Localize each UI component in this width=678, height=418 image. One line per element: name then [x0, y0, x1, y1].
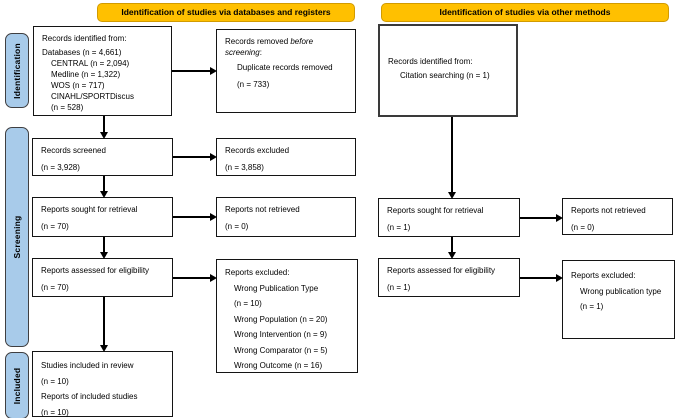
- box-reports-excluded-other: Reports excluded: Wrong publication type…: [562, 260, 675, 339]
- text-line: Records identified from:: [42, 34, 127, 43]
- text-line: Records removed before screening:: [225, 37, 314, 57]
- header-databases-registers: Identification of studies via databases …: [97, 3, 355, 22]
- text-line: Wrong Outcome (n = 16): [234, 361, 323, 370]
- text-line: (n = 1): [580, 302, 604, 311]
- box-records-screened: Records screened (n = 3,928): [32, 138, 173, 176]
- box-records-identified-databases: Records identified from: Databases (n = …: [33, 26, 172, 116]
- stage-included: Included: [5, 352, 29, 418]
- stage-identification: Identification: [5, 33, 29, 108]
- box-records-identified-other: Records identified from: Citation search…: [378, 24, 518, 117]
- text-line: Wrong Intervention (n = 9): [234, 330, 328, 339]
- stage-screening: Screening: [5, 127, 29, 347]
- text-line: Reports sought for retrieval: [387, 206, 484, 215]
- box-reports-not-retrieved-databases: Reports not retrieved (n = 0): [216, 197, 356, 237]
- box-reports-assessed-databases: Reports assessed for eligibility (n = 70…: [32, 258, 173, 297]
- box-reports-assessed-other: Reports assessed for eligibility (n = 1): [378, 258, 520, 297]
- box-reports-not-retrieved-other: Reports not retrieved (n = 0): [562, 198, 673, 235]
- text-line: (n = 70): [41, 282, 69, 292]
- text-line: (n = 0): [225, 221, 249, 231]
- stage-screening-label: Screening: [11, 215, 22, 259]
- text-line: Databases (n = 4,661): [42, 47, 122, 57]
- header-databases-label: Identification of studies via databases …: [121, 7, 331, 18]
- text-line: (n = 528): [51, 102, 84, 112]
- text-line: Wrong Population (n = 20): [234, 314, 328, 324]
- text-line: Reports of included studies: [41, 392, 138, 401]
- text-line: Reports assessed for eligibility: [387, 266, 496, 275]
- text-line: Reports sought for retrieval: [41, 205, 138, 214]
- text-line: Wrong Publication Type: [234, 283, 319, 293]
- text-line: Wrong Comparator (n = 5): [234, 345, 328, 355]
- text-line: (n = 1): [387, 282, 411, 292]
- text-line: (n = 733): [237, 79, 270, 89]
- text-line: CINAHL/SPORTDiscus: [51, 91, 134, 101]
- text-line: Medline (n = 1,322): [51, 69, 121, 79]
- header-other-label: Identification of studies via other meth…: [439, 7, 611, 18]
- text-line: (n = 1): [387, 222, 411, 232]
- stage-identification-label: Identification: [11, 42, 22, 99]
- text-line: Records screened: [41, 146, 106, 155]
- text-line: Records excluded: [225, 146, 290, 155]
- text-line: Records identified from:: [388, 57, 473, 66]
- header-other-methods: Identification of studies via other meth…: [381, 3, 669, 22]
- text-line: (n = 3,858): [225, 162, 264, 172]
- text-line: (n = 3,928): [41, 162, 80, 172]
- text-line: (n = 10): [41, 376, 69, 386]
- text-line: CENTRAL (n = 2,094): [51, 58, 130, 68]
- text-line: Studies included in review: [41, 361, 134, 370]
- text-line: Duplicate records removed: [237, 63, 333, 72]
- italic-before-screening: before screening: [225, 37, 314, 57]
- box-reports-excluded-databases: Reports excluded: Wrong Publication Type…: [216, 259, 358, 373]
- text-line: Reports excluded:: [225, 268, 290, 277]
- text-line: Reports excluded:: [571, 271, 636, 280]
- text-line: (n = 0): [571, 222, 595, 232]
- text-line: (n = 10): [41, 407, 69, 417]
- box-studies-included: Studies included in review (n = 10) Repo…: [32, 351, 173, 417]
- text-line: (n = 70): [41, 221, 69, 231]
- box-records-excluded: Records excluded (n = 3,858): [216, 138, 356, 176]
- box-reports-sought-databases: Reports sought for retrieval (n = 70): [32, 197, 173, 237]
- text-line: Reports not retrieved: [571, 206, 646, 215]
- box-reports-sought-other: Reports sought for retrieval (n = 1): [378, 198, 520, 237]
- text-line: Reports assessed for eligibility: [41, 266, 150, 275]
- text-line: Citation searching (n = 1): [400, 70, 490, 80]
- text-line: (n = 10): [234, 299, 262, 308]
- text-line: Wrong publication type: [580, 286, 662, 296]
- box-records-removed-before-screening: Records removed before screening: Duplic…: [216, 29, 356, 113]
- stage-included-label: Included: [11, 367, 22, 404]
- text-line: Reports not retrieved: [225, 205, 300, 214]
- text-line: WOS (n = 717): [51, 80, 105, 90]
